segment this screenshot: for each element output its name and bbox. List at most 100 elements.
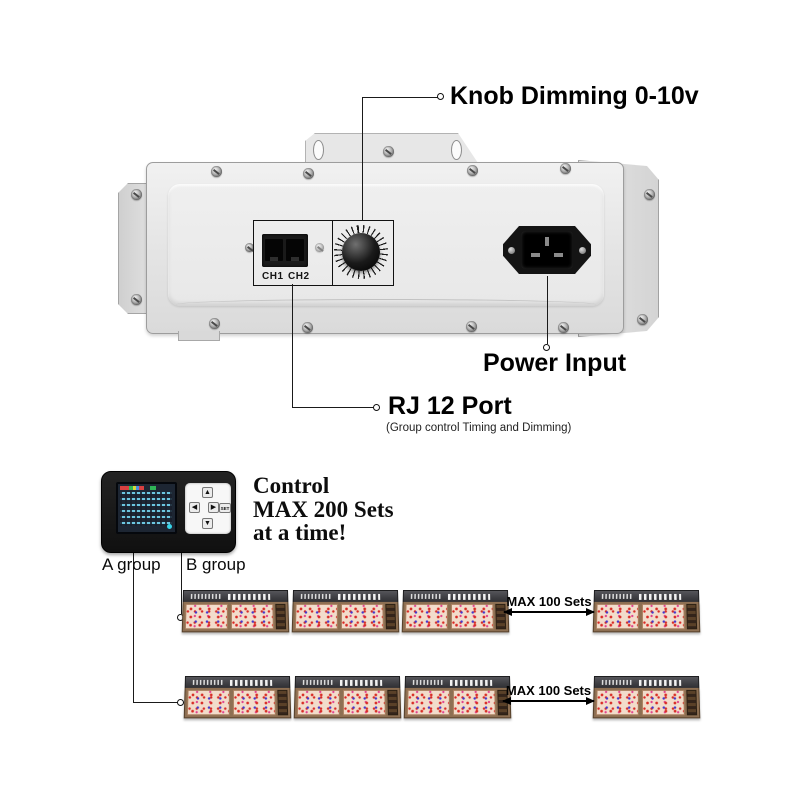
screw-icon	[303, 168, 314, 179]
led-board	[342, 689, 386, 716]
vent-slots-icon	[337, 593, 381, 600]
vent-slots-icon	[302, 679, 333, 685]
panel-body	[592, 601, 701, 633]
remote-controller[interactable]: ▲ ◀ ▶ SET ▼	[101, 471, 236, 553]
screw-icon	[209, 318, 220, 329]
screw-icon	[302, 322, 313, 333]
max-100-sets-arrow	[502, 696, 595, 705]
panel-top-bar	[292, 590, 399, 602]
leader-line-power	[547, 276, 548, 344]
vent-slots-icon	[601, 679, 632, 685]
claim-line-2: MAX 200 Sets	[253, 496, 394, 522]
power-input-socket[interactable]	[503, 226, 591, 274]
rj12-port-sublabel: (Group control Timing and Dimming)	[386, 422, 572, 434]
led-board	[294, 603, 338, 630]
tab-hole-right	[451, 140, 462, 160]
vent-slots-icon	[412, 679, 443, 685]
ch1-label: CH1	[262, 271, 284, 282]
vent-slots-icon	[449, 679, 493, 686]
screen-status-dot-icon	[167, 524, 172, 529]
tab-hole-left	[313, 140, 324, 160]
vent-slots-icon	[447, 593, 491, 600]
vent-slots-icon	[638, 593, 682, 600]
led-board	[232, 689, 276, 716]
vent-slots-icon	[229, 679, 273, 686]
panel-body	[401, 601, 510, 633]
controller-keypad: ▲ ◀ ▶ SET ▼	[185, 483, 231, 534]
grow-light-panel	[181, 590, 290, 633]
screw-icon	[383, 146, 394, 157]
rj12-jack[interactable]	[262, 234, 308, 267]
led-board	[230, 603, 274, 630]
led-board	[595, 689, 639, 716]
vent-slots-icon	[300, 593, 331, 599]
panel-body	[291, 601, 400, 633]
vent-slots-icon	[601, 593, 632, 599]
screw-icon	[644, 189, 655, 200]
driver-emboss-line	[176, 299, 596, 310]
driver-bottom-step	[178, 331, 220, 341]
heatsink-fins	[387, 689, 399, 716]
max-100-sets-label: MAX 100 Sets	[505, 683, 592, 698]
up-arrow-button[interactable]: ▲	[202, 487, 213, 498]
leader-dot-rj12	[373, 404, 380, 411]
grow-light-panel	[401, 590, 510, 633]
heatsink-fins	[275, 603, 287, 630]
screw-icon	[466, 321, 477, 332]
panel-top-bar	[182, 590, 289, 602]
screen-header-row	[120, 486, 172, 490]
controller-screen	[116, 482, 177, 534]
set-button[interactable]: SET	[219, 503, 231, 513]
grow-light-panel	[592, 676, 701, 719]
vent-slots-icon	[192, 679, 223, 685]
down-arrow-button[interactable]: ▼	[202, 518, 213, 529]
power-socket-recess	[521, 231, 573, 269]
panel-top-bar	[402, 590, 509, 602]
led-board	[296, 689, 340, 716]
panel-body	[592, 687, 701, 719]
power-pin-neutral	[554, 253, 563, 257]
led-board	[595, 603, 639, 630]
screw-icon	[560, 163, 571, 174]
heatsink-fins	[686, 603, 698, 630]
socket-screw-icon	[508, 247, 515, 254]
rj12-port-label: RJ 12 Port	[388, 392, 512, 420]
right-arrow-button[interactable]: ▶	[208, 502, 219, 513]
panel-body	[293, 687, 402, 719]
max-100-sets-label: MAX 100 Sets	[506, 594, 592, 609]
screw-icon	[467, 165, 478, 176]
screen-data-grid	[120, 492, 172, 526]
led-board	[184, 603, 228, 630]
claim-line-3: at a time!	[253, 520, 347, 545]
screw-icon	[315, 243, 324, 252]
screw-icon	[131, 294, 142, 305]
panel-body	[403, 687, 512, 719]
rj12-jack-slot-ch2[interactable]	[286, 239, 304, 261]
claim-line-1: Control	[253, 473, 330, 498]
vent-slots-icon	[410, 593, 441, 599]
rj12-jack-slot-ch1[interactable]	[265, 239, 283, 261]
screw-icon	[211, 166, 222, 177]
power-pin-live	[531, 253, 540, 257]
leader-line-knob-h	[362, 97, 438, 98]
heatsink-fins	[277, 689, 289, 716]
led-board	[340, 603, 384, 630]
dimming-knob[interactable]	[342, 233, 380, 271]
left-arrow-button[interactable]: ◀	[189, 502, 200, 513]
screw-icon	[637, 314, 648, 325]
grow-light-panel	[291, 590, 400, 633]
led-board	[450, 603, 494, 630]
grow-light-panel	[183, 676, 292, 719]
heatsink-fins	[385, 603, 397, 630]
leader-dot-power	[543, 344, 550, 351]
panel-top-bar	[294, 676, 401, 688]
grow-light-panel	[403, 676, 512, 719]
led-board	[404, 603, 448, 630]
led-board	[641, 603, 685, 630]
leader-line-rj12-v	[292, 284, 293, 408]
led-board	[452, 689, 496, 716]
screw-icon	[131, 189, 142, 200]
knob-dimming-label: Knob Dimming 0-10v	[450, 82, 699, 110]
panel-top-bar	[404, 676, 511, 688]
leader-dot-knob	[437, 93, 444, 100]
